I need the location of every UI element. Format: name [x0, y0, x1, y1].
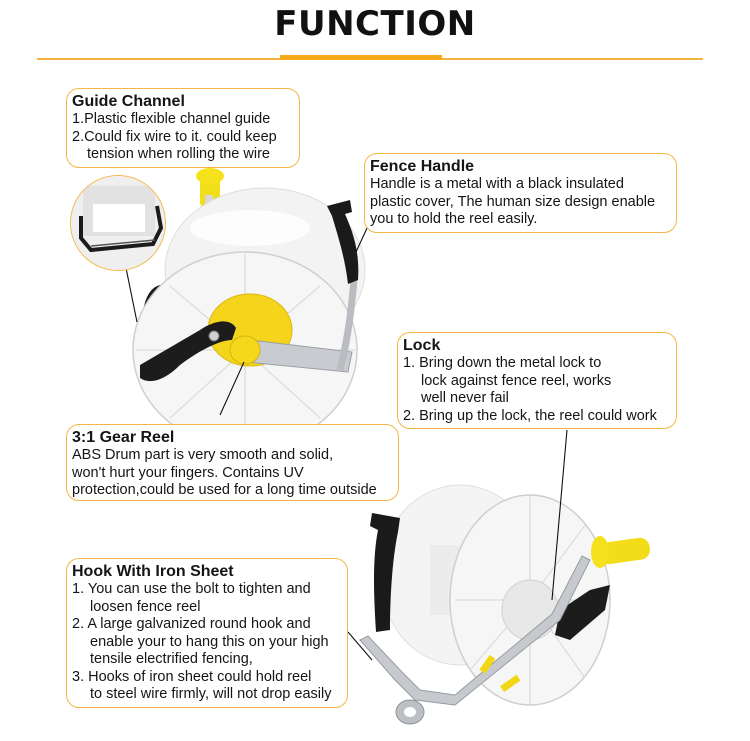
- title-underline-accent: [280, 55, 442, 60]
- callout-line: won't hurt your fingers. Contains UV: [72, 464, 304, 481]
- callout-gear-reel: 3:1 Gear Reel ABS Drum part is very smoo…: [66, 424, 399, 501]
- callout-line: to steel wire firmly, will not drop easi…: [90, 686, 332, 702]
- callout-title: Fence Handle: [370, 158, 475, 175]
- callout-line: lock against fence reel, works: [421, 372, 612, 389]
- callout-line: 1.Plastic flexible channel guide: [72, 111, 271, 127]
- callout-title: Lock: [403, 337, 441, 354]
- callout-line: Handle is a metal with a black insulated: [370, 176, 624, 192]
- callout-line: you to hold the reel easily.: [370, 211, 538, 227]
- callout-line: plastic cover, The human size design ena…: [370, 193, 656, 210]
- callout-title: 3:1 Gear Reel: [72, 429, 175, 446]
- callout-lock: Lock 1. Bring down the metal lock to loc…: [397, 332, 677, 429]
- callout-line: 1. You can use the bolt to tighten and: [72, 581, 311, 597]
- callout-title: Hook With Iron Sheet: [72, 563, 234, 580]
- callout-guide-channel: Guide Channel 1.Plastic flexible channel…: [66, 88, 300, 168]
- callout-line: 2. A large galvanized round hook and: [72, 616, 311, 632]
- guide-channel-detail-circle: [70, 175, 166, 271]
- callout-line: 2.Could fix wire to it. could keep: [72, 128, 277, 145]
- callout-line: loosen fence reel: [90, 598, 201, 615]
- callout-line: tension when rolling the wire: [87, 146, 270, 162]
- bottom-reel-image: [359, 484, 650, 725]
- callout-line: well never fail: [421, 390, 509, 406]
- callout-hook-iron-sheet: Hook With Iron Sheet 1. You can use the …: [66, 558, 348, 708]
- callout-line: 3. Hooks of iron sheet could hold reel: [72, 668, 312, 685]
- callout-connectors: [125, 225, 568, 661]
- callout-line: 2. Bring up the lock, the reel could wor…: [403, 407, 657, 424]
- guide-channel-closeup-icon: [71, 176, 165, 270]
- callout-line: ABS Drum part is very smooth and solid,: [72, 447, 334, 463]
- callout-line: tensile electrified fencing,: [90, 651, 253, 667]
- top-reel-image: [132, 168, 366, 449]
- callout-line: 1. Bring down the metal lock to: [403, 355, 602, 371]
- callout-title: Guide Channel: [72, 93, 185, 110]
- callout-fence-handle: Fence Handle Handle is a metal with a bl…: [364, 153, 677, 233]
- callout-line: protection,could be used for a long time…: [72, 482, 377, 498]
- callout-line: enable your to hang this on your high: [90, 633, 329, 650]
- page-title: FUNCTION: [274, 4, 476, 44]
